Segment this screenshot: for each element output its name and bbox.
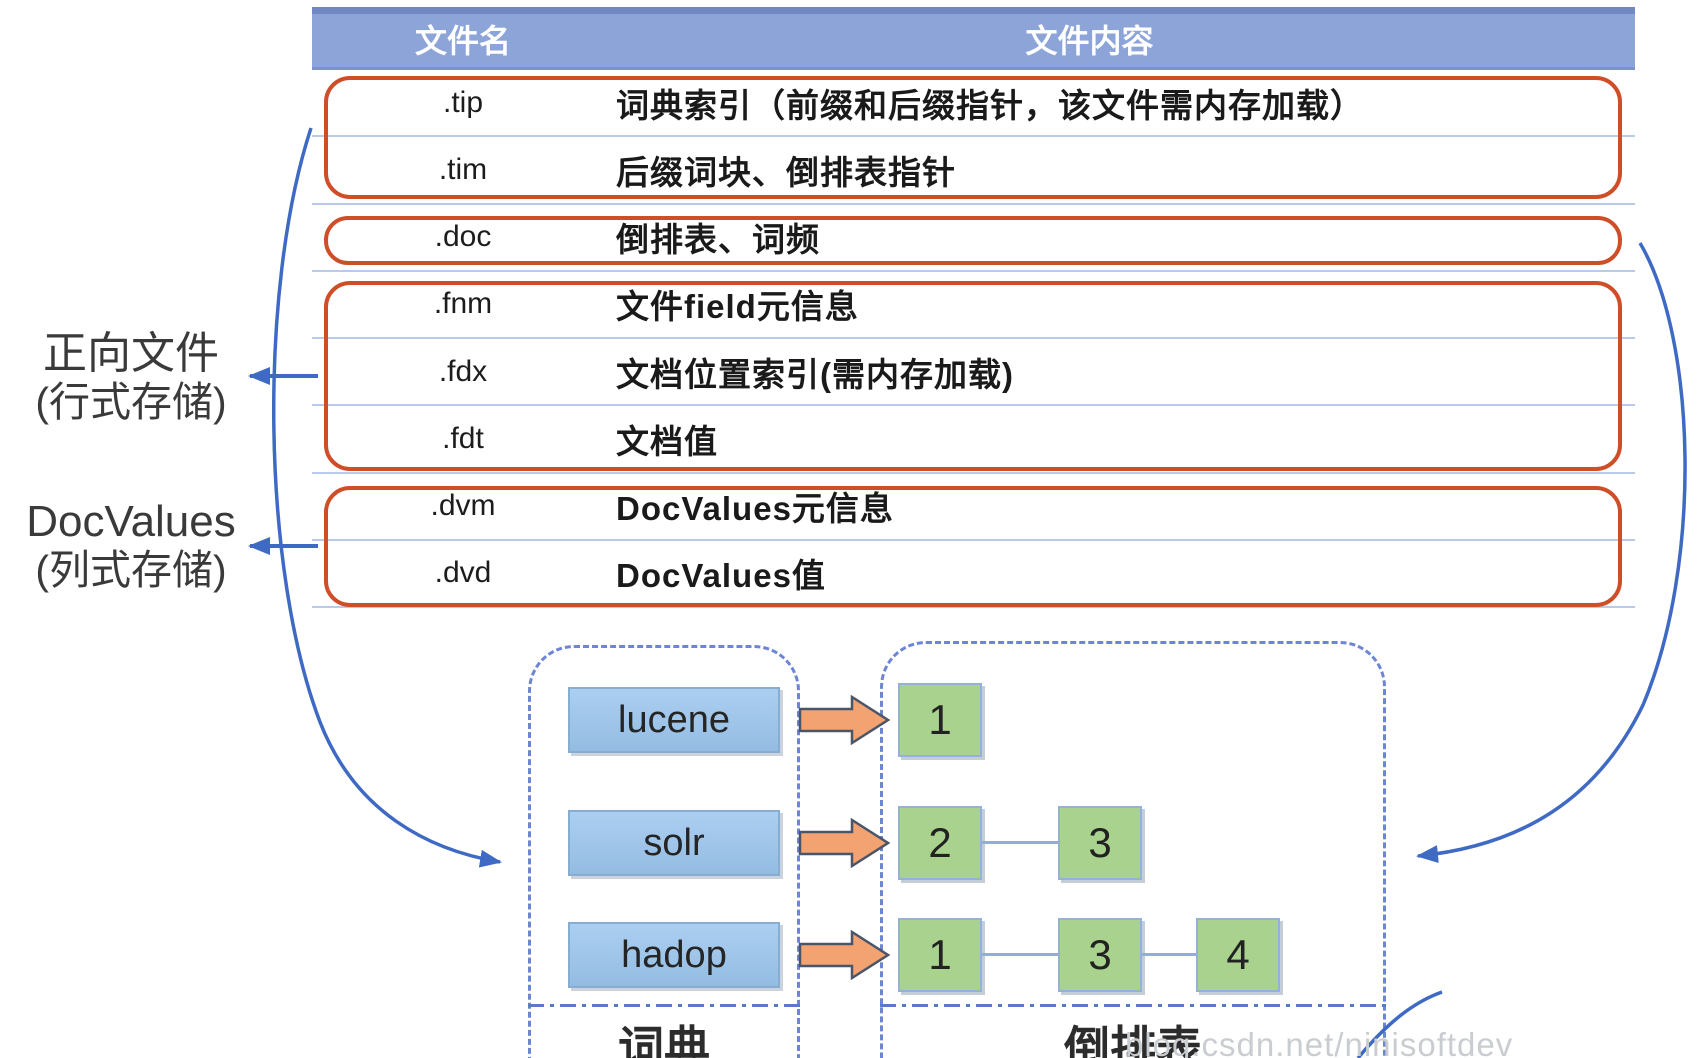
file-desc: DocValues值 (616, 557, 826, 595)
term-box-solr: solr (568, 810, 780, 876)
flow-arrow-icon (798, 817, 891, 869)
file-desc: 后缀词块、倒排表指针 (616, 153, 956, 191)
posting-node: 3 (1058, 918, 1142, 992)
label-forward-line1: 正向文件 (43, 329, 219, 378)
table-row-doc: .doc 倒排表、词频 (312, 205, 1635, 272)
file-name: .fdx (438, 354, 488, 388)
postings-label: 倒排表 (1064, 1022, 1202, 1058)
dictionary-dashed-box (528, 645, 800, 1058)
file-name: .dvd (434, 556, 492, 590)
table-row-fnm: .fnm 文件field元信息 (312, 272, 1635, 339)
file-desc: 文档位置索引(需内存加载) (616, 355, 1014, 393)
file-name: .fdt (442, 421, 484, 455)
table-row-tip: .tip 词典索引（前缀和后缀指针，该文件需内存加载） (312, 70, 1635, 138)
flow-arrow-icon (798, 929, 891, 981)
label-forward-line2: (行式存储) (35, 379, 227, 425)
file-name: .fnm (433, 287, 493, 321)
term-box-lucene: lucene (568, 687, 780, 753)
label-docvalues: DocValues (列式存储) (8, 498, 254, 594)
table-row-dvd: .dvd DocValues值 (312, 541, 1635, 608)
column-header-filename: 文件名 (414, 22, 511, 59)
label-forward-files: 正向文件 (行式存储) (8, 330, 254, 426)
dictionary-separator-line (528, 1004, 800, 1007)
posting-node: 4 (1196, 918, 1280, 992)
table-row-dvm: .dvm DocValues元信息 (312, 474, 1635, 541)
file-name: .tip (442, 85, 484, 119)
table-row-fdx: .fdx 文档位置索引(需内存加载) (312, 339, 1635, 407)
posting-node: 1 (898, 683, 982, 757)
table-row-fdt: .fdt 文档值 (312, 406, 1635, 474)
file-name: .tim (438, 152, 488, 186)
file-table-header: 文件名 文件内容 (312, 7, 1635, 70)
posting-connector (1142, 953, 1196, 956)
file-desc: DocValues元信息 (616, 490, 894, 528)
file-name: .dvm (430, 489, 496, 523)
file-desc: 倒排表、词频 (616, 221, 820, 259)
posting-node: 2 (898, 806, 982, 880)
flow-arrow-icon (798, 694, 891, 746)
file-table-body: .tip 词典索引（前缀和后缀指针，该文件需内存加载） .tim 后缀词块、倒排… (312, 70, 1635, 608)
file-desc: 文档值 (616, 422, 718, 460)
term-box-hadop: hadop (568, 922, 780, 988)
label-docvalues-line2: (列式存储) (35, 547, 227, 593)
file-desc: 词典索引（前缀和后缀指针，该文件需内存加载） (616, 86, 1364, 124)
table-row-tim: .tim 后缀词块、倒排表指针 (312, 137, 1635, 205)
posting-node: 1 (898, 918, 982, 992)
posting-node: 3 (1058, 806, 1142, 880)
posting-connector (982, 953, 1058, 956)
file-name: .doc (434, 220, 492, 254)
watermark: blog.csdn.net/ninisoftdev (1125, 1026, 1514, 1058)
posting-connector (982, 841, 1058, 844)
label-docvalues-line1: DocValues (26, 497, 236, 546)
postings-separator-line (880, 1004, 1386, 1007)
dictionary-label: 词典 (618, 1022, 710, 1058)
column-header-filecontent: 文件内容 (1025, 22, 1154, 59)
file-desc: 文件field元信息 (616, 288, 859, 326)
